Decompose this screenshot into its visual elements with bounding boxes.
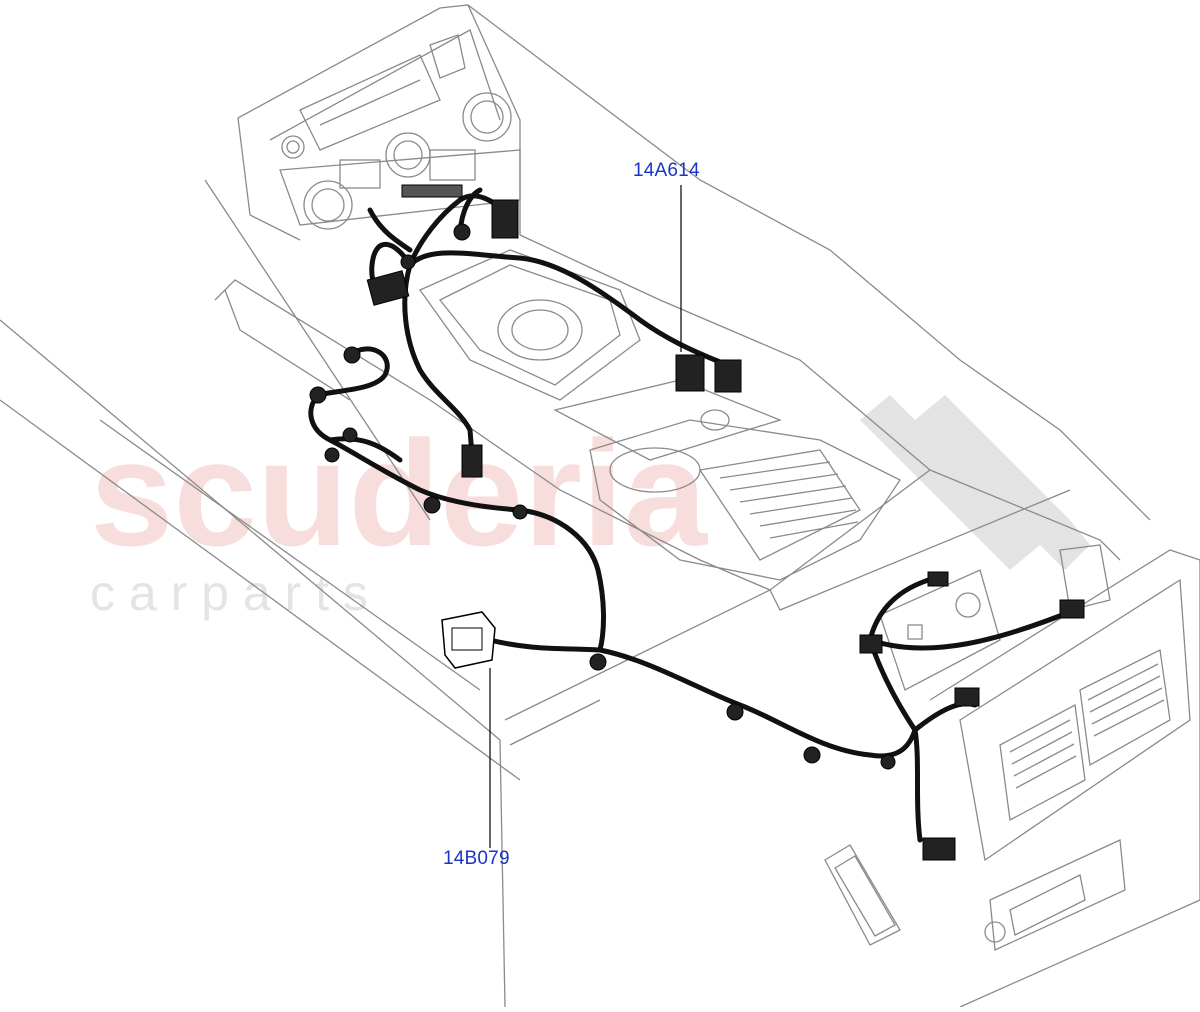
checkered-flag-icon <box>860 395 1090 570</box>
callout-label-14a614: 14A614 <box>633 160 700 181</box>
watermark-tagline: c a r p a r t s <box>90 565 368 621</box>
callout-label-14b079: 14B079 <box>443 848 510 869</box>
leader-lines <box>489 185 682 848</box>
wiring-harness-lower <box>308 346 1078 843</box>
watermark-brand: scuderia <box>90 409 709 577</box>
center-console-line-art <box>0 4 1200 1008</box>
connectors-lower <box>309 346 1085 861</box>
connectors-upper <box>366 184 742 478</box>
